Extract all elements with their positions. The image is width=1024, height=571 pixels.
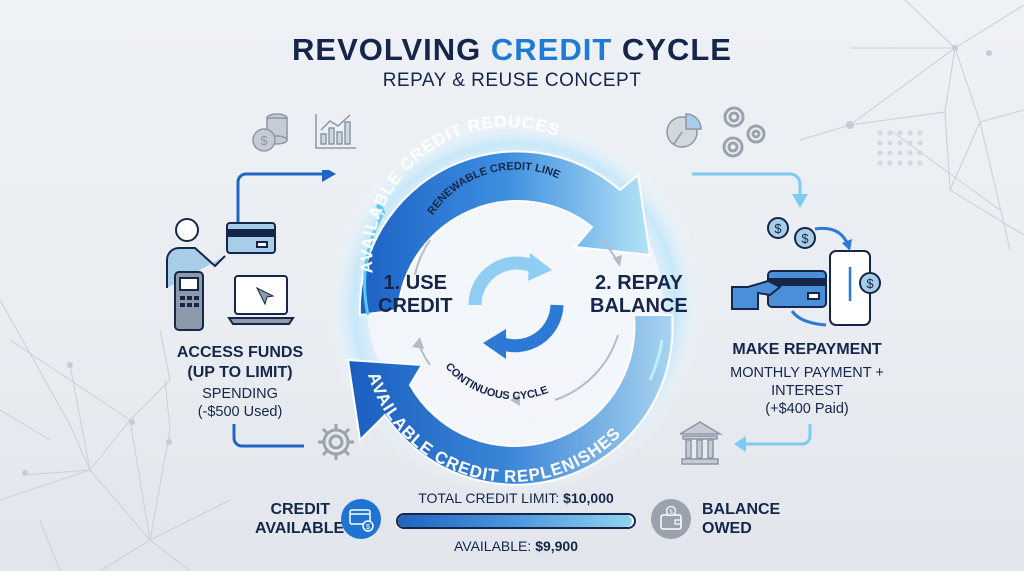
access-funds-block: ACCESS FUNDS (UP TO LIMIT) SPENDING (-$5…: [150, 343, 330, 421]
balance-owed-label: BALANCE OWED: [702, 500, 780, 538]
step2-line2: BALANCE: [590, 295, 688, 317]
coins-icon: $: [252, 113, 288, 152]
step2-label: 2. REPAY BALANCE: [590, 272, 688, 318]
repay-arrow-icon: [692, 172, 808, 208]
svg-text:$: $: [366, 524, 370, 531]
make-repayment-heading: MAKE REPAYMENT: [732, 341, 882, 358]
available-text: AVAILABLE: $9,900: [360, 538, 672, 554]
credit-progress-bar: [396, 513, 636, 529]
credit-card-dollar-icon: $: [341, 499, 381, 539]
total-limit-label: TOTAL CREDIT LIMIT:: [418, 490, 560, 506]
bank-icon: [680, 421, 723, 465]
svg-text:$: $: [669, 510, 673, 516]
step1-line2: CREDIT: [378, 295, 453, 317]
gear-icon: [318, 424, 354, 460]
title-part2: CYCLE: [621, 32, 732, 67]
balance-owed-line1: BALANCE: [702, 501, 781, 518]
refresh-cycle-icon: [468, 253, 564, 359]
spend-arrow-icon: [236, 170, 336, 228]
credit-available-line2: AVAILABLE: [255, 520, 345, 537]
page-subtitle: REPAY & REUSE CONCEPT: [382, 70, 642, 91]
cycle-diagram: AVAILABLE CREDIT REDUCES AVAILABLE CREDI…: [325, 115, 705, 495]
access-funds-heading-line2: (UP TO LIMIT): [187, 364, 293, 381]
step1-line1: 1. USE: [383, 272, 447, 294]
repayment-line1: MONTHLY PAYMENT +: [730, 365, 884, 381]
svg-text:$: $: [801, 231, 809, 246]
repayment-line3: (+$400 Paid): [765, 401, 849, 417]
svg-text:$: $: [774, 221, 782, 236]
person-card-pos-icon: [166, 218, 295, 331]
hand-card-phone-icon: $ $ $: [731, 217, 881, 327]
title-accent: CREDIT: [490, 32, 613, 67]
svg-text:$: $: [260, 133, 268, 148]
credit-available-line1: CREDIT: [270, 501, 330, 518]
credit-available-label: CREDIT AVAILABLE: [255, 500, 345, 538]
spending-line2: (-$500 Used): [197, 404, 283, 420]
gears-icon: [722, 106, 766, 158]
bank-return-arrow: [680, 421, 812, 465]
credit-progress-fill: [398, 515, 632, 527]
balance-owed-line2: OWED: [702, 520, 752, 537]
access-funds-heading-line1: ACCESS FUNDS: [176, 344, 304, 361]
page-title: REVOLVING CREDIT CYCLE: [0, 32, 1024, 68]
total-limit-text: TOTAL CREDIT LIMIT: $10,000: [360, 490, 672, 506]
svg-text:$: $: [866, 276, 874, 291]
spending-line1: SPENDING: [202, 386, 278, 402]
pie-chart-icon: [666, 113, 702, 148]
return-arrow-left: [232, 424, 304, 448]
available-label: AVAILABLE:: [453, 538, 532, 554]
make-repayment-block: MAKE REPAYMENT MONTHLY PAYMENT + INTERES…: [712, 340, 902, 418]
repayment-line2: INTEREST: [771, 383, 843, 399]
step1-label: 1. USE CREDIT: [378, 272, 452, 318]
title-part1: REVOLVING: [292, 32, 482, 67]
wallet-icon: $: [651, 499, 691, 539]
available-value: $9,900: [535, 538, 579, 554]
total-limit-value: $10,000: [563, 490, 614, 506]
bar-chart-icon: [315, 114, 356, 149]
step2-line1: 2. REPAY: [594, 272, 683, 294]
